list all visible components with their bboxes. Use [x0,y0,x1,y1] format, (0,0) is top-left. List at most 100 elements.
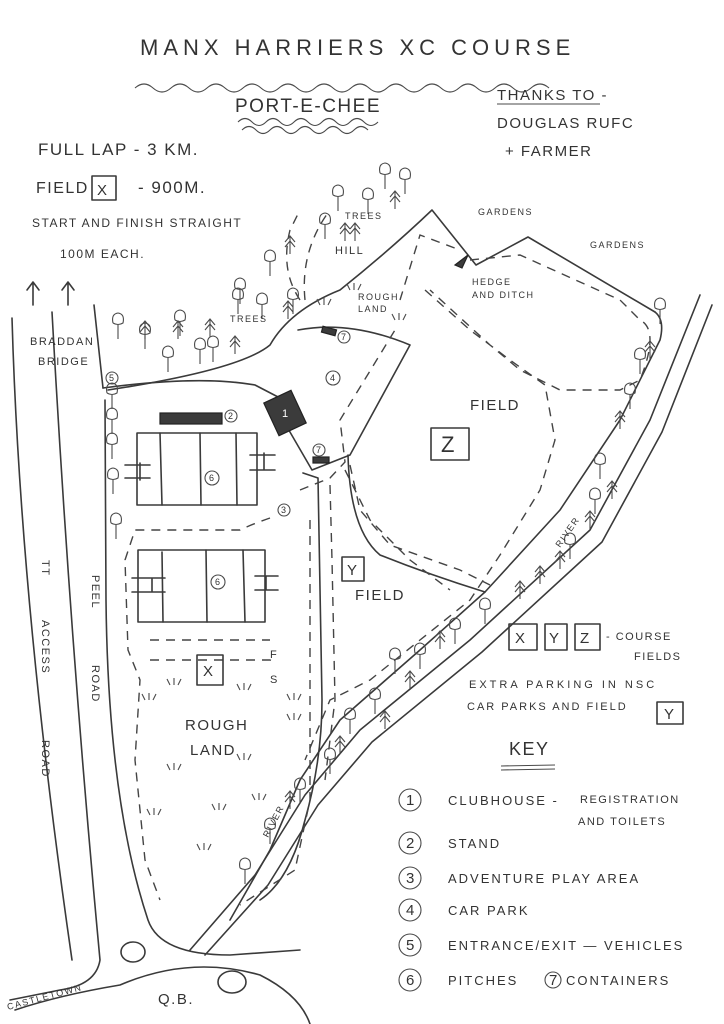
key-number: 1 [406,792,416,809]
deciduous-tree-icon [162,345,174,372]
peel-label: PEEL [89,575,101,609]
pine-tree-icon [379,710,391,729]
start-finish-line2: 100M EACH. [60,247,145,261]
deciduous-tree-icon [589,487,601,514]
field-y-letter: Y [347,562,359,579]
marker-7: 7 [341,332,348,342]
road-label: ROAD [39,740,51,778]
pine-tree-icon [614,410,626,429]
key-number: 7 [549,972,559,989]
container-building [320,325,338,337]
key-note: AND TOILETS [578,816,666,828]
marker-6: 6 [209,473,216,483]
grass-tuft-icon [391,313,407,321]
deciduous-tree-icon [107,467,119,494]
key: KEY 1 CLUBHOUSE - REGISTRATION AND TOILETS 2… [398,739,684,992]
pine-tree-icon [584,510,596,529]
key-title: KEY [509,739,550,759]
deciduous-tree-icon [106,407,118,434]
deciduous-tree-icon [379,162,391,189]
deciduous-tree-icon [239,857,251,884]
pine-tree-icon [334,735,346,754]
deciduous-tree-icon [264,249,276,276]
pine-tree-icon [434,630,446,649]
legend-fields: FIELDS [634,651,682,663]
deciduous-tree-icon [479,597,491,624]
deciduous-tree-icon [449,617,461,644]
castletown-label: CASTLETOWN [6,982,83,1012]
pine-tree-icon [282,300,294,319]
pine-tree-icon [172,320,184,339]
pine-tree-icon [349,222,361,241]
legend-box-y: Y [549,630,561,647]
marker-5: 5 [109,373,116,383]
deciduous-tree-icon [256,292,268,319]
legend-course: - COURSE [606,631,672,643]
field-y-marker [341,556,365,582]
deciduous-tree-icon [332,184,344,211]
pine-tree-icon [204,318,216,337]
title-wavy-underline [134,83,550,93]
grass-tuft-icon [236,753,252,761]
key-label: ENTRANCE/EXIT — VEHICLES [448,938,684,953]
extra-parking-line2: CAR PARKS AND FIELD [467,701,628,713]
course-fields-legend: X Y Z - COURSE FIELDS EXTRA PARKING IN N… [467,623,684,725]
marker-4: 4 [330,373,337,383]
deciduous-tree-icon [319,212,331,239]
key-number: 6 [406,972,416,989]
deciduous-tree-icon [344,707,356,734]
grass-tuft-icon [346,283,362,291]
peel-road-label: ROAD [89,665,101,703]
pitch [131,549,279,623]
deciduous-tree-icon [414,642,426,669]
key-number: 5 [406,937,416,954]
deciduous-tree-icon [110,512,122,539]
key-item: 5 ENTRANCE/EXIT — VEHICLES [398,933,684,957]
gardens-label: GARDENS [590,240,645,250]
grass-tuft-icon [196,843,212,851]
grass-tuft-icon [166,678,182,686]
map-markers: 1 2 3 4 5 6 6 7 7 [105,330,351,590]
pine-tree-icon [339,222,351,241]
field-z-label: FIELD [470,397,520,414]
field-x-marker [196,654,224,686]
key-note: REGISTRATION [580,794,680,806]
deciduous-tree-icon [106,432,118,459]
hill-label: HILL [335,245,364,257]
deciduous-tree-icon [207,335,219,362]
key-number: 3 [406,870,416,887]
field-x-letter: X [203,663,215,680]
trees-label: TREES [230,314,268,324]
key-number-circle [544,971,562,989]
deciduous-tree-icon [564,532,576,559]
key-label: CLUBHOUSE - [448,793,559,808]
legend-box-x: X [515,630,527,647]
marker-7: 7 [316,445,323,455]
deciduous-tree-icon [594,452,606,479]
key-item: 1 CLUBHOUSE - REGISTRATION AND TOILETS [398,788,680,828]
gardens-label: GARDENS [478,207,533,217]
deciduous-tree-icon [287,287,299,314]
field-x-box [91,175,117,201]
container-building [312,456,330,464]
map-title: MANX HARRIERS XC COURSE [140,35,575,60]
pine-tree-icon [514,580,526,599]
pine-tree-icon [606,480,618,499]
ditch-label: AND DITCH [472,290,535,300]
rough-land-label: LAND [190,742,236,759]
clubhouse-building [263,389,307,437]
thanks-line-2: DOUGLAS RUFC [497,115,634,132]
pitch [124,432,276,506]
key-number-circle [398,831,422,855]
deciduous-tree-icon [264,817,276,844]
key-label: PITCHES [448,973,518,988]
north-arrows-icon [26,281,75,306]
start-marker: S [270,674,279,686]
key-label: CAR PARK [448,903,530,918]
key-number-circle [398,898,422,922]
pine-tree-icon [284,790,296,809]
deciduous-tree-icon [294,777,306,804]
deciduous-tree-icon [324,747,336,774]
